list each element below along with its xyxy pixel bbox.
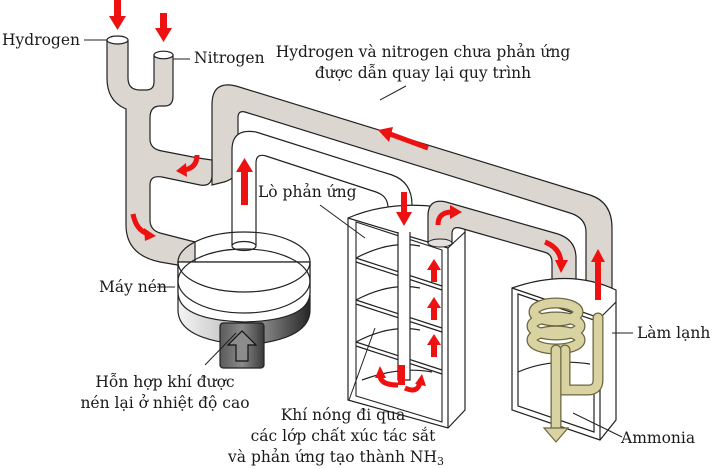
flow-arrows xyxy=(109,0,605,393)
label-compressed-line2: nén lại ở nhiệt độ cao xyxy=(80,394,249,412)
label-reactor: Lò phản ứng xyxy=(258,183,357,201)
hot-gas-pipe-opening xyxy=(231,240,257,252)
label-catalyst-line3-main: và phản ứng tạo thành NH xyxy=(227,448,437,466)
ammonia-outflow-arrow-icon xyxy=(542,427,570,443)
reactor-bottom-split-arrow-icon xyxy=(375,365,426,393)
label-ammonia: Ammonia xyxy=(620,429,695,447)
manifold-turn-arrow-icon xyxy=(176,154,200,177)
label-catalyst-line1: Khí nóng đi qua xyxy=(281,406,406,424)
to-cooler-arrow-icon xyxy=(543,239,568,273)
reactor-in-arrow-icon xyxy=(396,192,412,226)
hydrogen-in-arrow-icon xyxy=(109,0,126,30)
compressor-inlet-arrow-icon xyxy=(226,330,258,362)
reactor xyxy=(347,204,466,429)
label-catalyst-line3: và phản ứng tạo thành NH3 xyxy=(227,448,444,468)
compressor-top-ellipse xyxy=(177,231,311,293)
label-nitrogen: Nitrogen xyxy=(194,49,265,67)
nitrogen-inlet-opening xyxy=(153,50,174,60)
compressor xyxy=(177,231,311,369)
inlet-manifold xyxy=(106,35,213,269)
label-hydrogen: Hydrogen xyxy=(2,31,80,49)
cooling-coil xyxy=(526,297,604,443)
leader-lines xyxy=(84,39,633,438)
label-recycle-line1: Hydrogen và nitrogen chưa phản ứng xyxy=(276,43,571,61)
reactor-out-turn-arrow-icon xyxy=(435,205,462,226)
label-cooler: Làm lạnh xyxy=(637,324,710,342)
cooler-out-up-arrow-icon xyxy=(591,249,605,300)
cooler xyxy=(511,277,617,443)
hydrogen-inlet-opening xyxy=(106,35,129,45)
nitrogen-in-arrow-icon xyxy=(155,13,172,42)
reactor-outlet-opening xyxy=(427,238,453,248)
catalyst-up-arrow-3-icon xyxy=(427,334,441,357)
label-recycle-line2: được dẫn quay lại quy trình xyxy=(315,64,531,82)
catalyst-up-arrow-1-icon xyxy=(427,259,441,282)
label-compressed-line1: Hỗn hợp khí được xyxy=(95,373,234,391)
recycle-flow-arrow-icon xyxy=(378,127,429,151)
to-compressor-arrow-icon xyxy=(130,213,156,241)
labels: Hydrogen Nitrogen Hydrogen và nitrogen c… xyxy=(2,31,710,468)
label-catalyst-line2: các lớp chất xúc tác sắt xyxy=(251,427,437,445)
compressor-piston xyxy=(177,248,311,314)
label-catalyst-line3-subscript: 3 xyxy=(437,455,444,468)
reactor-center-tube xyxy=(397,232,411,381)
hot-gas-up-arrow-icon xyxy=(236,158,253,205)
catalyst-up-arrow-2-icon xyxy=(427,297,441,320)
label-compressor: Máy nén xyxy=(99,278,167,296)
